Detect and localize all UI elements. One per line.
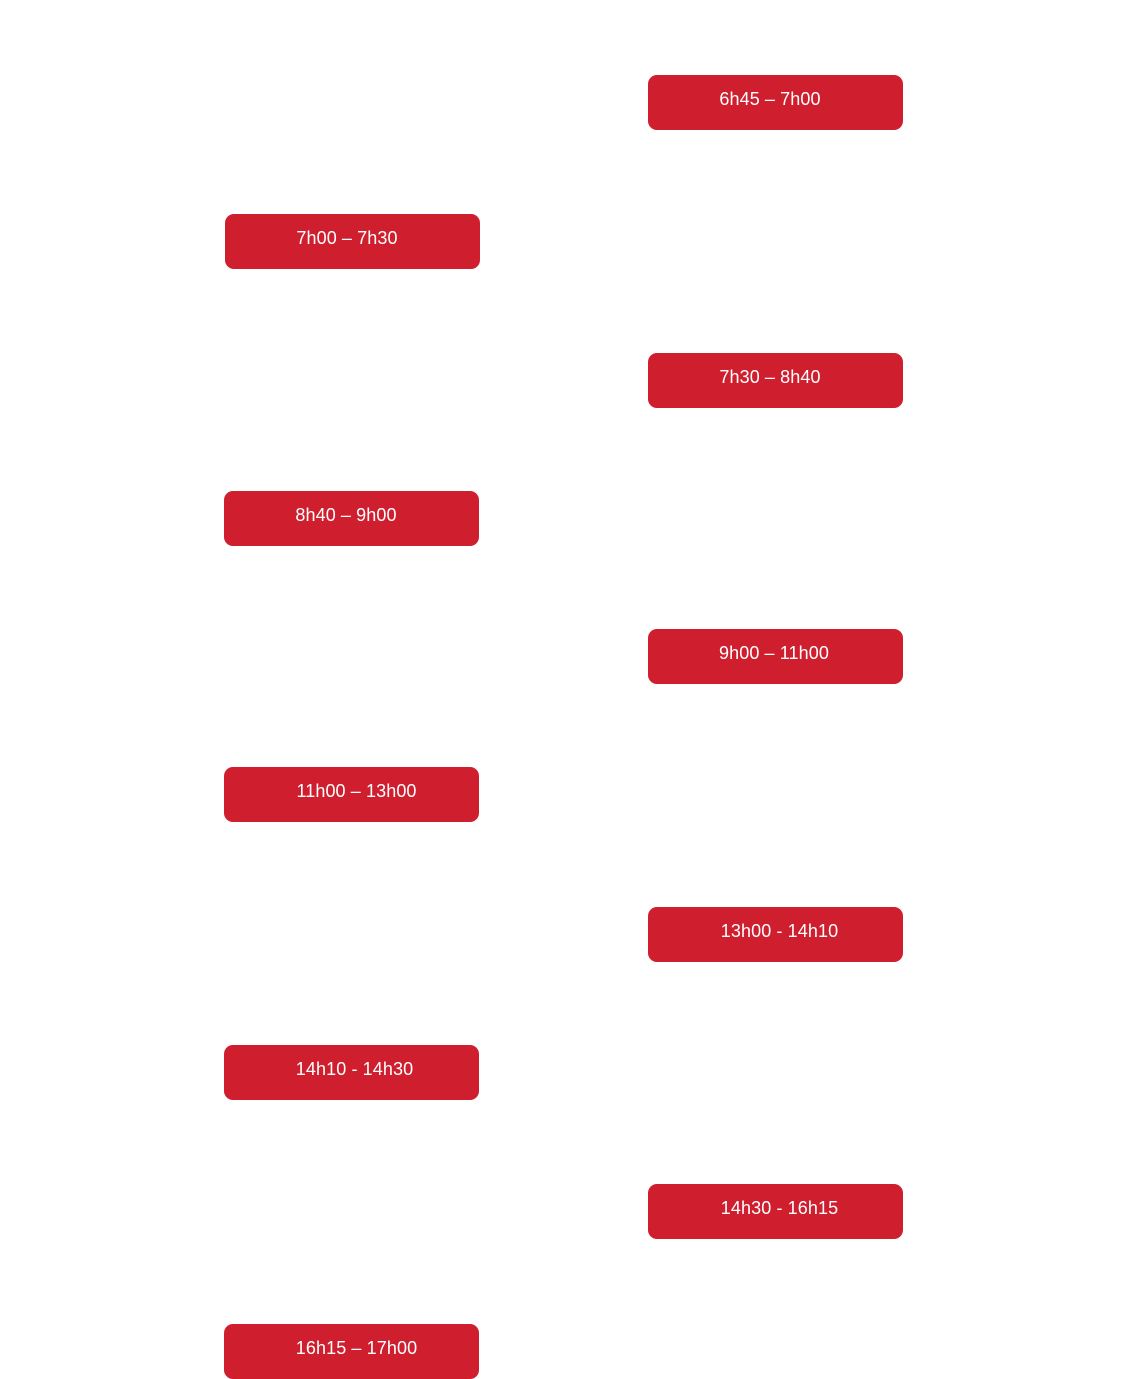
time-slot-label: 14h30 - 16h15 [720, 1197, 839, 1218]
time-slot-label: 16h15 – 17h00 [295, 1337, 418, 1358]
time-slot-button[interactable]: 14h30 - 16h15 [648, 1184, 903, 1239]
time-slot-button[interactable]: 16h15 – 17h00 [224, 1324, 479, 1379]
time-slot-label: 6h45 – 7h00 [719, 88, 821, 109]
time-slot-label: 14h10 - 14h30 [295, 1058, 414, 1079]
time-slot-button[interactable]: 14h10 - 14h30 [224, 1045, 479, 1100]
time-slot-label: 7h00 – 7h30 [296, 227, 398, 248]
time-slot-label: 7h30 – 8h40 [719, 366, 821, 387]
time-slot-button[interactable]: 13h00 - 14h10 [648, 907, 903, 962]
time-slot-label: 13h00 - 14h10 [720, 920, 839, 941]
time-slot-button[interactable]: 11h00 – 13h00 [224, 767, 479, 822]
time-slot-button[interactable]: 9h00 – 11h00 [648, 629, 903, 684]
time-slot-button[interactable]: 6h45 – 7h00 [648, 75, 903, 130]
time-slot-label: 8h40 – 9h00 [295, 504, 397, 525]
time-slot-button[interactable]: 7h00 – 7h30 [225, 214, 480, 269]
time-slot-button[interactable]: 7h30 – 8h40 [648, 353, 903, 408]
time-slot-button[interactable]: 8h40 – 9h00 [224, 491, 479, 546]
time-slot-label: 11h00 – 13h00 [296, 780, 417, 801]
time-slot-label: 9h00 – 11h00 [719, 642, 829, 663]
